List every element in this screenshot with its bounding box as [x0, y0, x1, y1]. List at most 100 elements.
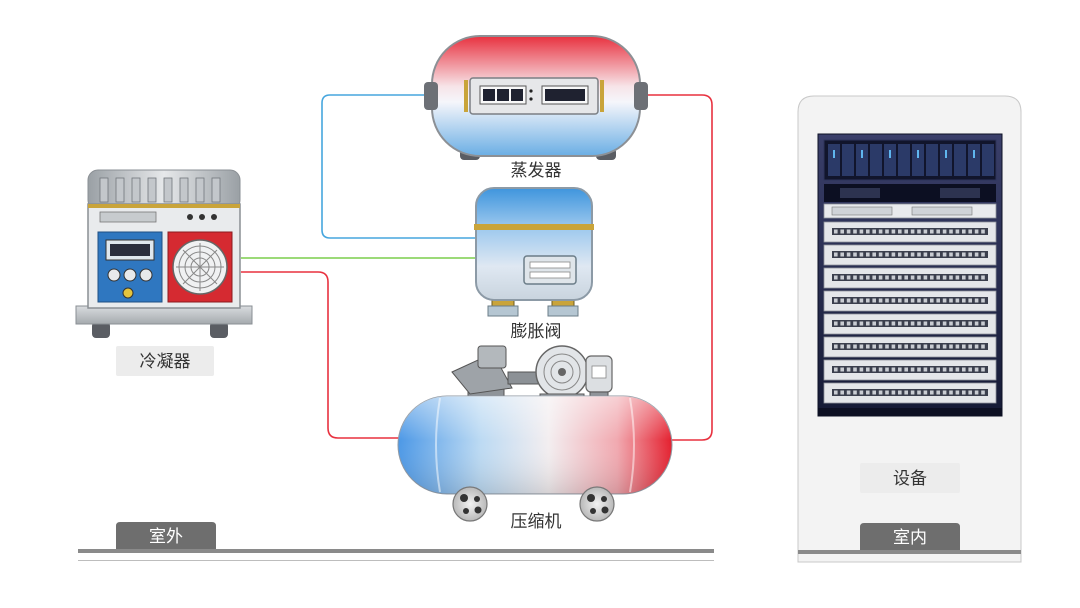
red-pipe-left [241, 271, 400, 439]
line-card-ports [832, 274, 988, 281]
line-card-port [917, 275, 921, 280]
line-card-port [866, 321, 870, 326]
line-card-port [962, 344, 966, 349]
line-card-port [840, 367, 844, 372]
line-card-port [955, 321, 960, 326]
evaporator-unit [424, 35, 648, 160]
line-card-port [885, 298, 889, 303]
pipes [241, 94, 713, 441]
line-card-port [910, 229, 915, 234]
line-card-port [834, 298, 838, 303]
line-card-port [846, 321, 851, 326]
line-card-port [834, 367, 838, 372]
line-card-port [930, 321, 934, 326]
indoor-tag [860, 523, 960, 550]
line-card-port [872, 390, 876, 395]
outdoor-floor [78, 549, 714, 561]
line-card-port [955, 298, 960, 303]
line-card-port [840, 390, 844, 395]
outdoor-tag [116, 522, 216, 549]
line-card-port [923, 390, 928, 395]
line-card-port [981, 367, 985, 372]
line-card-ports [832, 251, 988, 258]
line-card-port [904, 344, 908, 349]
line-card-port [936, 390, 940, 395]
line-card-port [878, 252, 883, 257]
line-card-port [878, 390, 883, 395]
line-card-port [910, 344, 915, 349]
line-card-port [949, 344, 953, 349]
line-card-port [930, 367, 934, 372]
server-line-cards [823, 221, 997, 404]
line-card-port [885, 275, 889, 280]
line-card-port [872, 229, 876, 234]
line-card-port [891, 229, 896, 234]
line-card-port [866, 298, 870, 303]
line-card-port [974, 275, 979, 280]
line-card-port [840, 298, 844, 303]
line-card-port [962, 229, 966, 234]
line-card-port [974, 298, 979, 303]
line-card-port [930, 252, 934, 257]
line-card-port [917, 390, 921, 395]
line-card-port [930, 298, 934, 303]
line-card-port [968, 321, 972, 326]
line-card-port [949, 252, 953, 257]
line-card-port [846, 275, 851, 280]
line-card-port [904, 390, 908, 395]
line-card-port [936, 298, 940, 303]
line-card-port [981, 298, 985, 303]
line-card-port [866, 367, 870, 372]
line-card-port [923, 367, 928, 372]
line-card-port [859, 367, 864, 372]
indoor-label: 室内 [893, 528, 927, 548]
line-card-port [917, 367, 921, 372]
line-card-port [962, 275, 966, 280]
line-card-port [891, 390, 896, 395]
line-card-port [942, 321, 947, 326]
line-card-port [955, 390, 960, 395]
line-card-port [981, 252, 985, 257]
line-card-port [923, 344, 928, 349]
line-card-port [878, 229, 883, 234]
line-card-port [955, 229, 960, 234]
line-card-port [981, 344, 985, 349]
line-card-port [878, 367, 883, 372]
line-card-port [942, 252, 947, 257]
line-card-port [955, 252, 960, 257]
line-card-port [859, 298, 864, 303]
line-card-port [891, 321, 896, 326]
line-card-port [840, 275, 844, 280]
line-card-port [974, 344, 979, 349]
line-card-port [834, 275, 838, 280]
line-card-port [872, 252, 876, 257]
line-card-port [853, 321, 857, 326]
equipment-label: 设备 [893, 469, 927, 489]
line-card-port [923, 275, 928, 280]
condenser-label: 冷凝器 [140, 352, 191, 372]
line-card-port [936, 367, 940, 372]
line-card-port [853, 252, 857, 257]
line-card-port [878, 344, 883, 349]
line-card-port [936, 275, 940, 280]
line-card-port [840, 344, 844, 349]
line-card-port [846, 298, 851, 303]
line-card-port [846, 229, 851, 234]
line-card-port [846, 367, 851, 372]
line-card-port [834, 229, 838, 234]
server-rack [817, 133, 1003, 417]
line-card-port [962, 321, 966, 326]
line-card-port [898, 390, 902, 395]
line-card-port [923, 229, 928, 234]
line-card-port [981, 390, 985, 395]
line-card-ports [832, 297, 988, 304]
line-card-port [968, 344, 972, 349]
line-card-port [885, 229, 889, 234]
line-card-port [885, 367, 889, 372]
line-card-port [853, 390, 857, 395]
line-card-port [968, 367, 972, 372]
line-card-port [942, 298, 947, 303]
line-card-port [859, 275, 864, 280]
blue-pipe [321, 94, 478, 239]
line-card-ports [832, 343, 988, 350]
